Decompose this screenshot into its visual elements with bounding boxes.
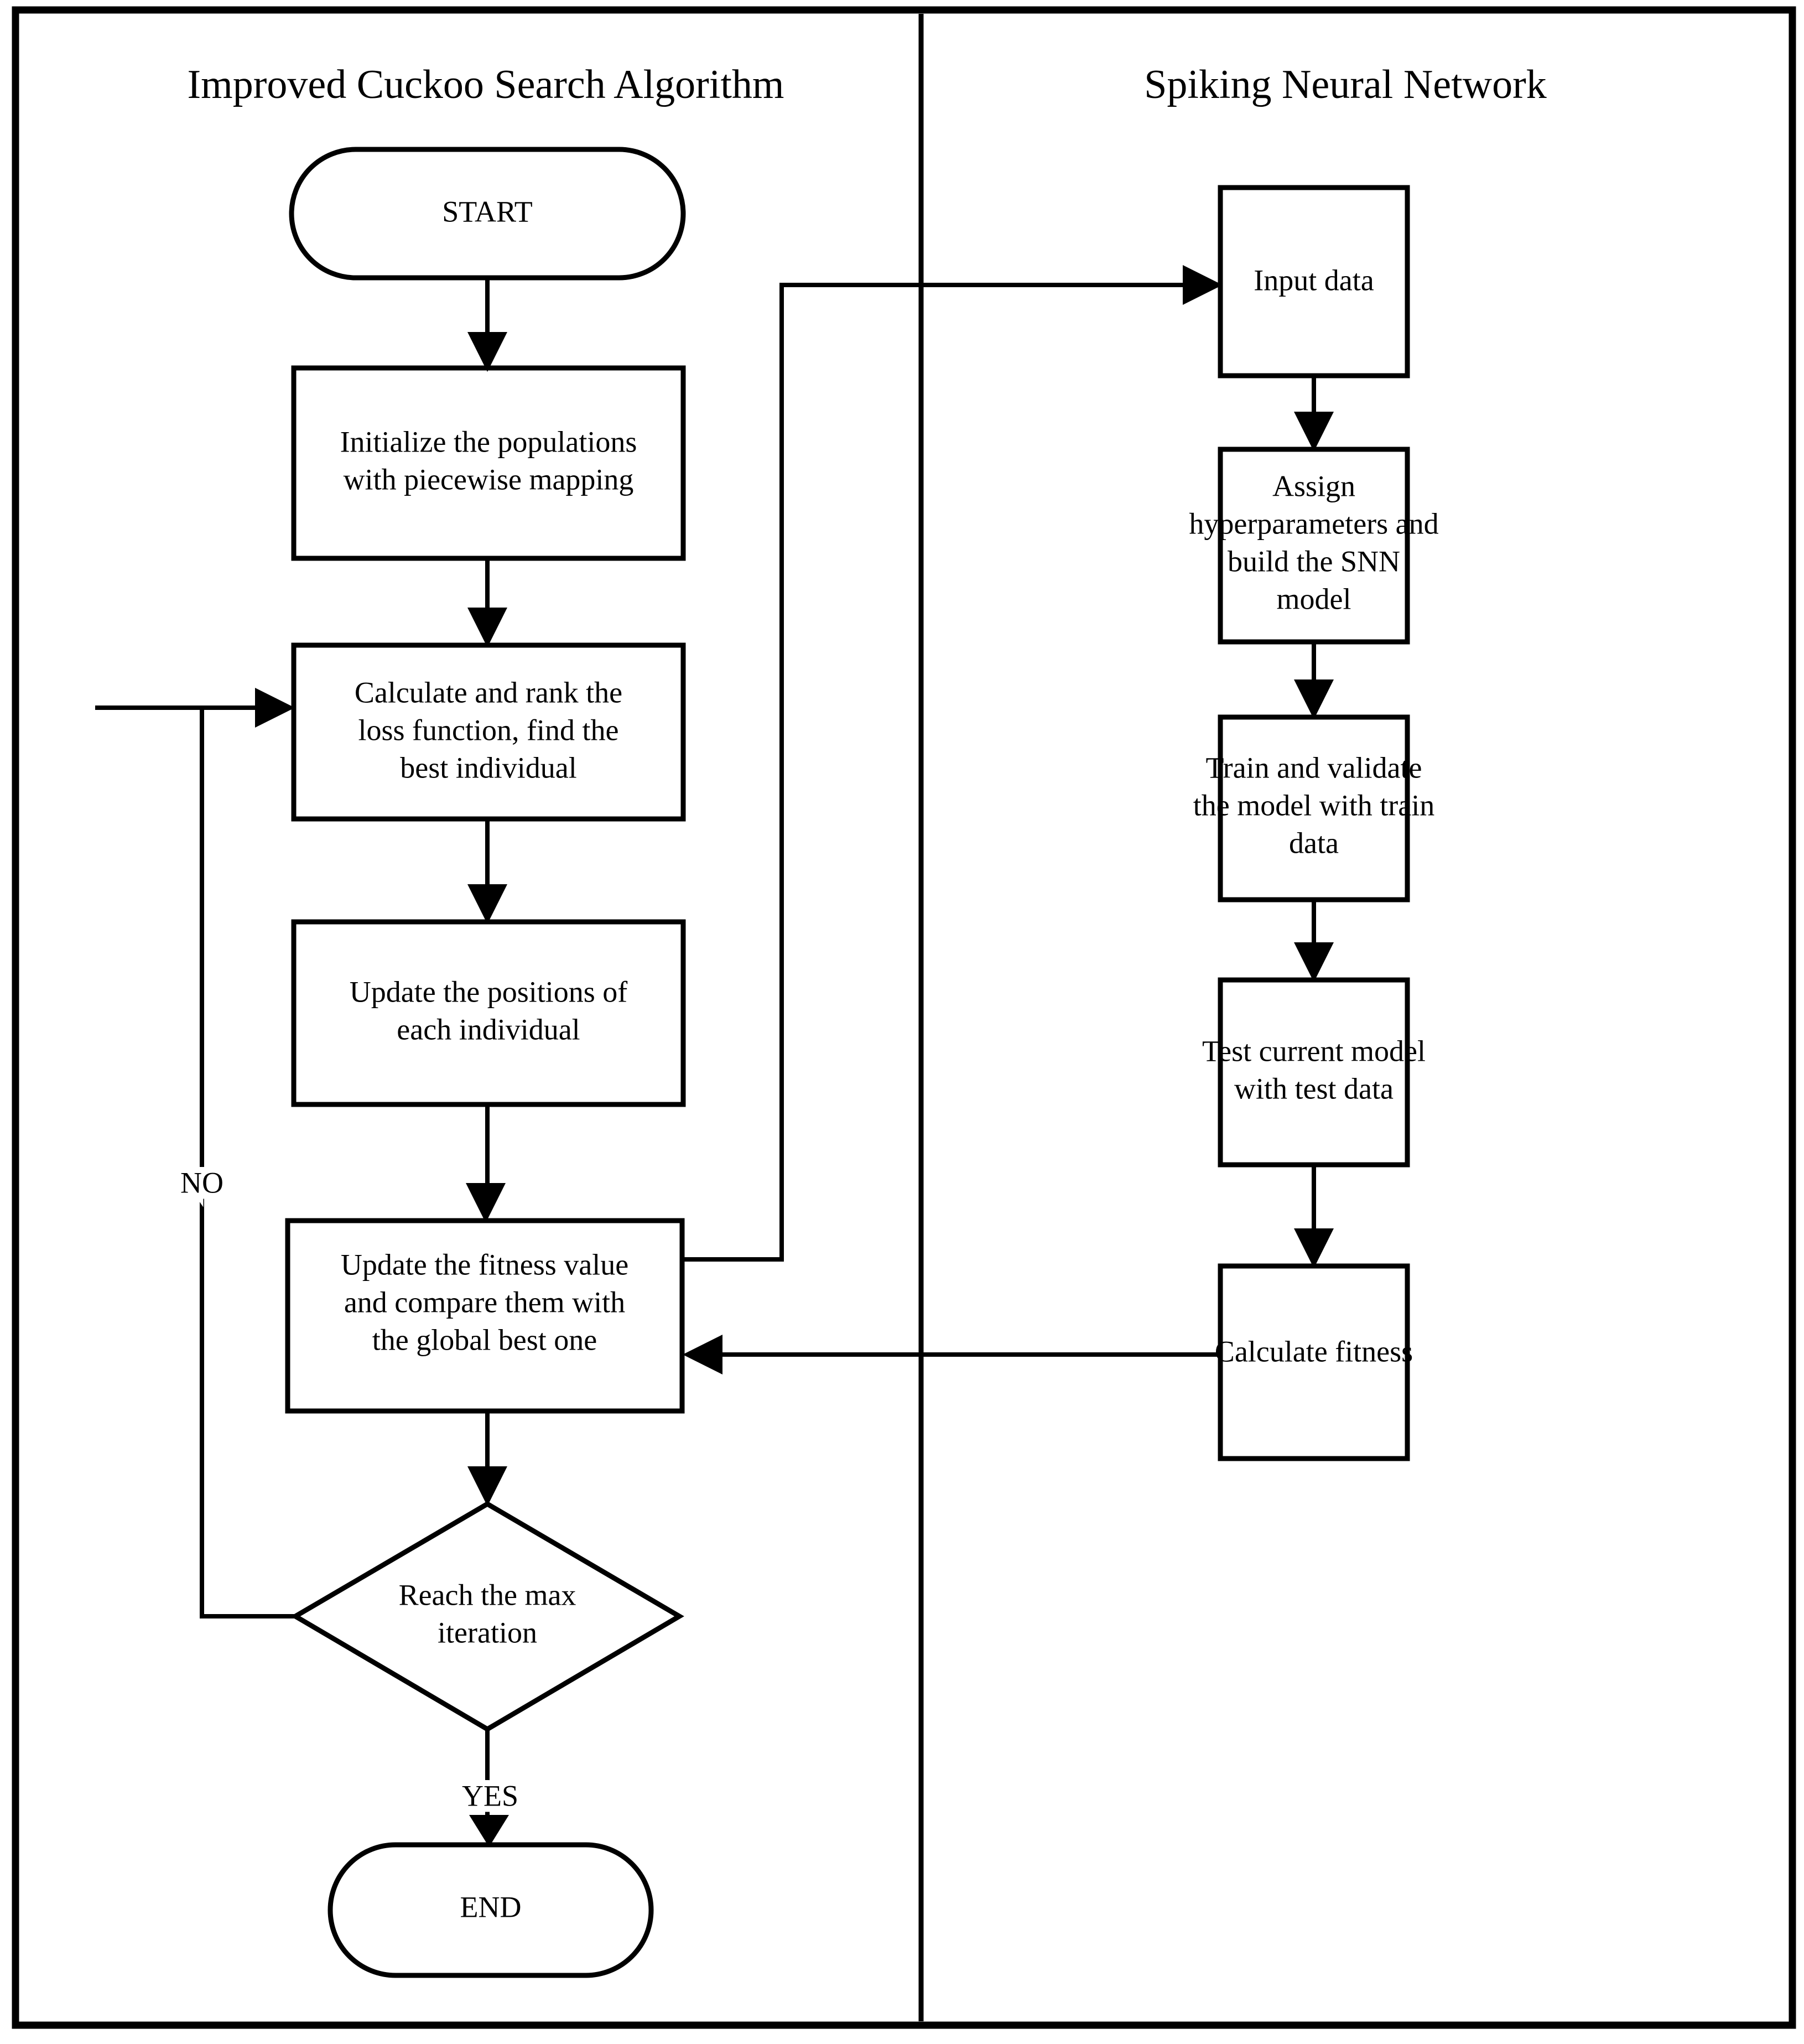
- node-calculate-rank-label-line2: loss function, find the: [358, 713, 619, 746]
- node-end-label: END: [460, 1890, 522, 1923]
- node-initialize-label-line2: with piecewise mapping: [344, 463, 634, 496]
- outer-frame: [12, 6, 1796, 2029]
- node-train-label-line1: Train and validate: [1206, 751, 1422, 784]
- node-test-label-line1: Test current model: [1202, 1034, 1426, 1067]
- node-test-model[interactable]: [1218, 977, 1410, 1168]
- edge-decision-yes-to-end: [469, 1729, 509, 1847]
- right-panel-title: Spiking Neural Network: [1144, 62, 1547, 107]
- edge-calculate-rank-to-update-positions: [467, 819, 507, 924]
- edge-input-data-to-assign: [1294, 376, 1334, 452]
- node-start-label: START: [442, 195, 532, 228]
- edge-label-no: NO: [180, 1166, 223, 1199]
- node-assign-label-line4: model: [1277, 582, 1351, 615]
- edge-label-yes: YES: [462, 1779, 518, 1812]
- edge-assign-to-train: [1294, 642, 1334, 719]
- edge-train-to-test: [1294, 900, 1334, 982]
- edge-calculate-fitness-to-update-fitness: [683, 1335, 1220, 1374]
- edge-test-to-calculate-fitness: [1294, 1165, 1334, 1268]
- node-update-fitness[interactable]: [285, 1218, 685, 1414]
- edge-update-positions-to-update-fitness: [466, 1104, 506, 1223]
- node-calculate-rank-label-line3: best individual: [400, 751, 576, 784]
- node-initialize[interactable]: [291, 365, 686, 561]
- node-train-label-line2: the model with train: [1193, 788, 1434, 822]
- edge-decision-no-to-calculate-rank: [95, 688, 295, 1618]
- node-assign-label-line2: hyperparameters and: [1189, 507, 1438, 540]
- node-end[interactable]: [327, 1842, 654, 1978]
- node-update-positions-label-line1: Update the positions of: [350, 975, 627, 1008]
- node-input-data-label: Input data: [1254, 263, 1374, 297]
- node-calculate-fitness[interactable]: [1218, 1263, 1410, 1461]
- node-assign-label-line1: Assign: [1272, 469, 1355, 502]
- left-panel-title: Improved Cuckoo Search Algorithm: [188, 62, 784, 107]
- node-calculate-fitness-label: Calculate fitness: [1215, 1335, 1413, 1368]
- node-train-label-line3: data: [1289, 826, 1339, 859]
- edge-update-fitness-to-input-data: [682, 265, 1223, 1262]
- node-update-positions-label-line2: each individual: [397, 1013, 580, 1046]
- node-update-fitness-label-line2: and compare them with: [344, 1285, 625, 1319]
- node-update-fitness-label-line3: the global best one: [372, 1323, 597, 1356]
- node-calculate-rank-label-line1: Calculate and rank the: [355, 676, 622, 709]
- edge-update-fitness-to-decision: [467, 1411, 507, 1506]
- node-decision-label-line1: Reach the max: [399, 1578, 576, 1611]
- edge-initialize-to-calculate-rank: [467, 558, 507, 647]
- edge-start-to-initialize: [467, 278, 507, 372]
- node-initialize-label-line1: Initialize the populations: [340, 425, 637, 458]
- node-assign-label-line3: build the SNN: [1228, 544, 1400, 578]
- node-update-fitness-label-line1: Update the fitness value: [341, 1248, 628, 1281]
- node-decision-label-line2: iteration: [438, 1616, 537, 1649]
- node-test-label-line2: with test data: [1234, 1072, 1394, 1105]
